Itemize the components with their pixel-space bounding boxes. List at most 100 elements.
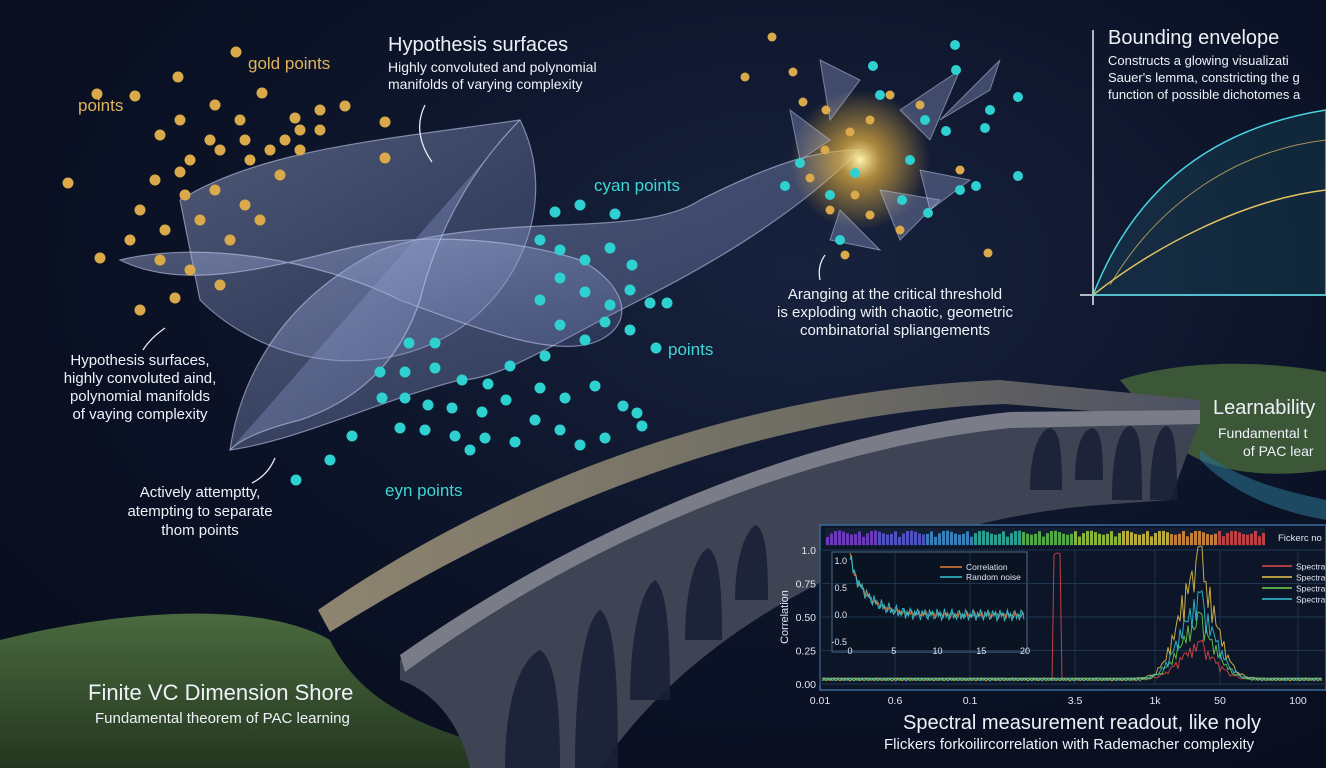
gold-point [289,112,301,124]
cyan-point [875,90,885,100]
shore-title: Finite VC Dimension Shore [88,680,354,705]
gold-point [154,254,166,266]
gold-point [179,189,191,201]
gold-point [915,100,925,110]
gold-point [825,205,835,215]
cyan-point [399,392,411,404]
cyan-point [1013,171,1023,181]
gold-point [845,127,855,137]
cyan-point [599,316,611,328]
cyan-point [399,366,411,378]
cyan-point [422,399,434,411]
gold-point [339,100,351,112]
gold-point [224,234,236,246]
gold-points-label: gold points [248,54,331,73]
spectral-title: Spectral measurement readout, like noly [903,712,1261,734]
gold-point [885,90,895,100]
gold-point [159,224,171,236]
annotation-arrows [142,104,826,484]
gold-point [214,144,226,156]
threshold-line-3: combinatorial spliangements [799,322,991,339]
cyan-point [825,190,835,200]
cyan-point [374,366,386,378]
cyan-points [290,40,1023,486]
cyan-point [446,402,458,414]
cyan-point [950,40,960,50]
cyan-point [419,424,431,436]
cyan-point [579,254,591,266]
gold-point [821,105,831,115]
bridge [318,380,1200,768]
cyan-point [554,244,566,256]
gold-point [174,166,186,178]
learnability-line-1: Fundamental t [1218,425,1308,441]
shards [789,59,1001,251]
cyan-point [644,297,656,309]
cyan-point [534,294,546,306]
cyan-point [429,362,441,374]
cyan-point [376,392,388,404]
cyan-point [868,61,878,71]
gold-point [239,134,251,146]
cyan-point [1013,92,1023,102]
hypothesis-subtitle-line-1: Highly convoluted and polynomial [388,59,597,75]
gold-point [983,248,993,258]
gold-point [230,46,242,58]
cyan-point [624,284,636,296]
hypothesis-title: Hypothesis surfaces [388,34,569,56]
cyan-point [661,297,673,309]
gold-point [209,184,221,196]
gold-point [134,204,146,216]
gold-points [62,32,993,316]
cyan-point [456,374,468,386]
cyan-point [574,199,586,211]
gold-point [62,177,74,189]
hypothesis-manifolds [118,119,862,451]
cyan-point [589,380,601,392]
separate-line-2: atempting to separate [127,503,273,520]
gold-point [129,90,141,102]
gold-point [279,134,291,146]
left-hypothesis-line-1: Hypothesis surfaces, [70,352,210,369]
threshold-line-2: is exploding with chaotic, geometric [777,304,1013,321]
gold-point [840,250,850,260]
cyan-point [500,394,512,406]
cyan-point [539,350,551,362]
cyan-point [604,299,616,311]
cyan-point [534,382,546,394]
bounding-envelope-plot [1080,30,1326,305]
cyan-point [324,454,336,466]
cyan-point [579,334,591,346]
gold-point [805,173,815,183]
gold-point [204,134,216,146]
eyn-points-label: eyn points [385,481,463,500]
learnability-subtitle: Fundamental t of PAC lear [1218,424,1314,460]
spectral-subtitle: Flickers forkoilircorrelation with Radem… [884,736,1255,753]
gold-point [865,115,875,125]
cyan-point [636,420,648,432]
bounding-line-3: function of possible dichotomes a [1108,87,1301,102]
gold-points-label-2: points [78,96,124,115]
gold-point [850,190,860,200]
gold-point [379,116,391,128]
cyan-point [534,234,546,246]
cyan-point [955,185,965,195]
hypothesis-subtitle: Highly convoluted and polynomial manifol… [388,59,597,93]
gold-point [254,214,266,226]
cyan-point [835,235,845,245]
cyan-point [626,259,638,271]
shore-subtitle: Fundamental theorem of PAC learning [95,710,350,727]
cyan-point [631,407,643,419]
gold-point [294,124,306,136]
cyan-points-label: cyan points [594,176,680,195]
cyan-point [290,474,302,486]
cyan-point [923,208,933,218]
cyan-point [403,337,415,349]
gold-point [194,214,206,226]
gold-point [239,199,251,211]
gold-point [379,152,391,164]
cyan-point [941,126,951,136]
bounding-line-1: Constructs a glowing visualizati [1108,53,1289,68]
cyan-point [985,105,995,115]
